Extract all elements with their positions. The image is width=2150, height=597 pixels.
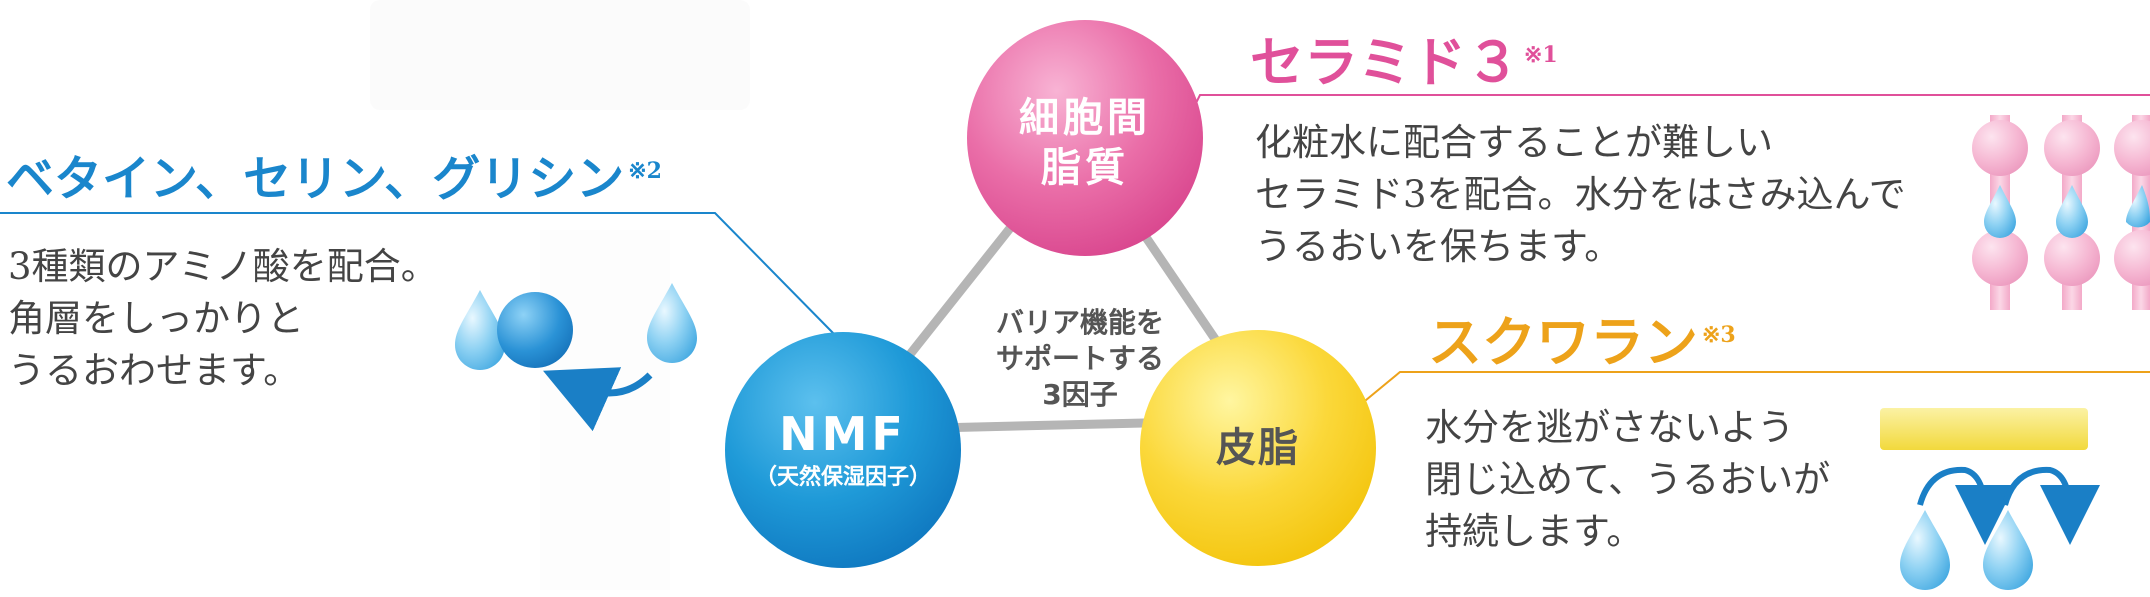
center-label-line: 3因子 [1042,378,1118,411]
squalane-note: ※3 [1702,322,1736,348]
betaine-description-line: うるおわせます。 [8,349,301,392]
ceramide-description-line: セラミド3を配合。水分をはさみ込んで [1255,173,1906,216]
ceramide-description-line: 化粧水に配合することが難しい [1255,121,1773,164]
squalane-description: 水分を逃がさないよう 閉じ込めて、うるおいが 持続します。 [1425,402,1830,558]
circle-nmf [725,332,961,568]
ceramide-description: 化粧水に配合することが難しい セラミド3を配合。水分をはさみ込んで うるおいを保… [1255,117,1906,273]
squalane-description-line: 持続します。 [1425,510,1644,553]
circle-sebum [1140,330,1376,566]
intercellular-lipid-label: 細胞間 脂質 [985,88,1185,198]
squalane-title: スクワラン [1428,310,1698,374]
ceramide-heading: セラミド３※1 [1250,35,1558,89]
ceramide-title: セラミド３ [1250,30,1520,94]
squalane-description-line: 閉じ込めて、うるおいが [1425,458,1831,501]
sebum-label: 皮脂 [1158,418,1358,478]
squalane-connector [1359,371,2150,406]
betaine-heading: ベタイン、セリン、グリシン※2 [6,155,662,203]
water-binding-icon [455,283,697,432]
nmf-label-title: NMF [779,407,907,461]
betaine-description-line: 3種類のアミノ酸を配合。 [8,245,438,288]
moisture-seal-icon [1880,408,2100,590]
intercellular-lipid-label-line: 細胞間 [1019,95,1151,141]
center-label-line: バリア機能を [995,306,1164,339]
squalane-heading: スクワラン※3 [1428,315,1736,369]
betaine-connector [0,212,836,336]
squalane-description-line: 水分を逃がさないよう [1425,406,1795,449]
betaine-description-line: 角層をしっかりと [8,297,304,340]
center-label-line: サポートする [995,342,1164,375]
intercellular-lipid-label-line: 脂質 [1041,145,1129,191]
betaine-note: ※2 [628,158,662,184]
betaine-title: ベタイン、セリン、グリシン [6,151,625,207]
center-label: バリア機能を サポートする 3因子 [950,305,1210,413]
ceramide-description-line: うるおいを保ちます。 [1255,225,1622,268]
ceramide-molecule-icon [1972,115,2150,310]
nmf-label: NMF （天然保湿因子） [743,395,943,505]
betaine-description: 3種類のアミノ酸を配合。 角層をしっかりと うるおわせます。 [8,241,438,397]
ceramide-note: ※1 [1524,42,1558,68]
nmf-label-subtitle: （天然保湿因子） [754,465,931,490]
circle-intercellular-lipid [967,20,1203,256]
sebum-label-line: 皮脂 [1216,425,1300,471]
